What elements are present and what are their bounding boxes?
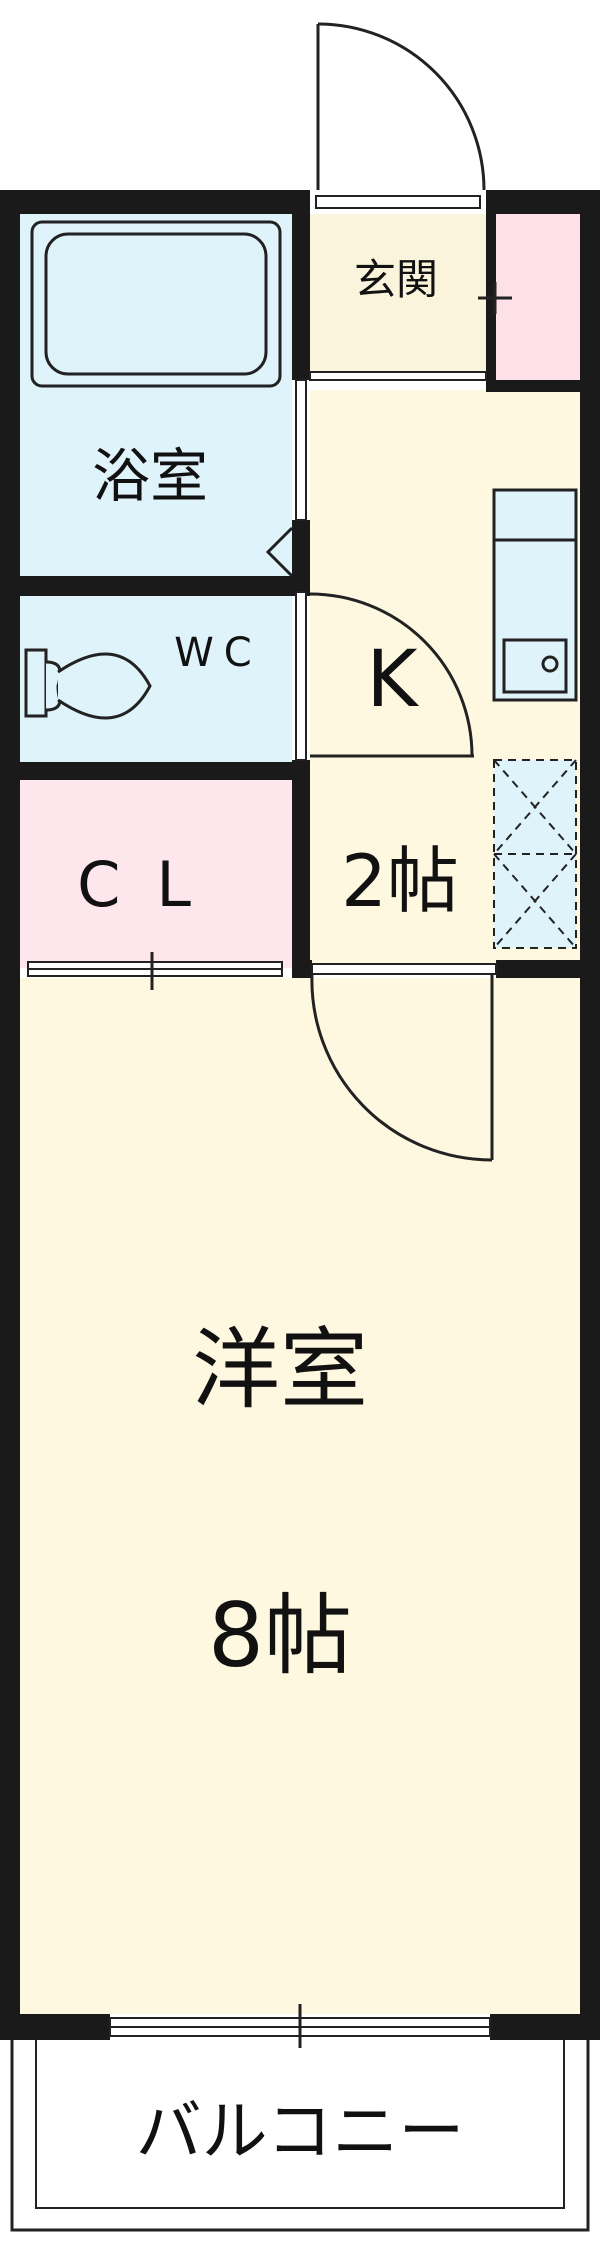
entrance-area — [310, 214, 486, 380]
kitchen-letter: K — [366, 635, 419, 725]
bathtub-fixture — [30, 220, 282, 388]
balcony-sash-window — [109, 2004, 491, 2048]
closet-sliding-door — [27, 952, 283, 990]
balcony-label: バルコニー — [136, 2093, 465, 2170]
toilet-label: WC — [174, 630, 261, 676]
western-label: 洋室 — [192, 1318, 368, 1421]
bath-door-jamb — [295, 379, 307, 521]
western-size: 8帖 — [208, 1584, 352, 1687]
storage-cabinet — [493, 759, 577, 949]
walls — [0, 190, 600, 2040]
entrance-door — [315, 22, 486, 209]
closet-room — [20, 780, 292, 968]
closet-label: CL — [77, 848, 227, 921]
kitchen-size: 2帖 — [341, 839, 459, 923]
western-room — [20, 978, 580, 2014]
bath-door-marker — [265, 526, 294, 578]
western-room-door — [310, 963, 497, 1162]
entrance-key-marker — [478, 282, 512, 314]
kitchen-counter — [492, 488, 578, 702]
toilet-door-jamb — [295, 591, 307, 761]
toilet-fixture — [24, 648, 152, 720]
toilet-door — [309, 592, 474, 758]
bath-label: 浴室 — [92, 442, 208, 510]
entrance-label: 玄関 — [354, 255, 438, 304]
entrance-step — [309, 371, 487, 381]
